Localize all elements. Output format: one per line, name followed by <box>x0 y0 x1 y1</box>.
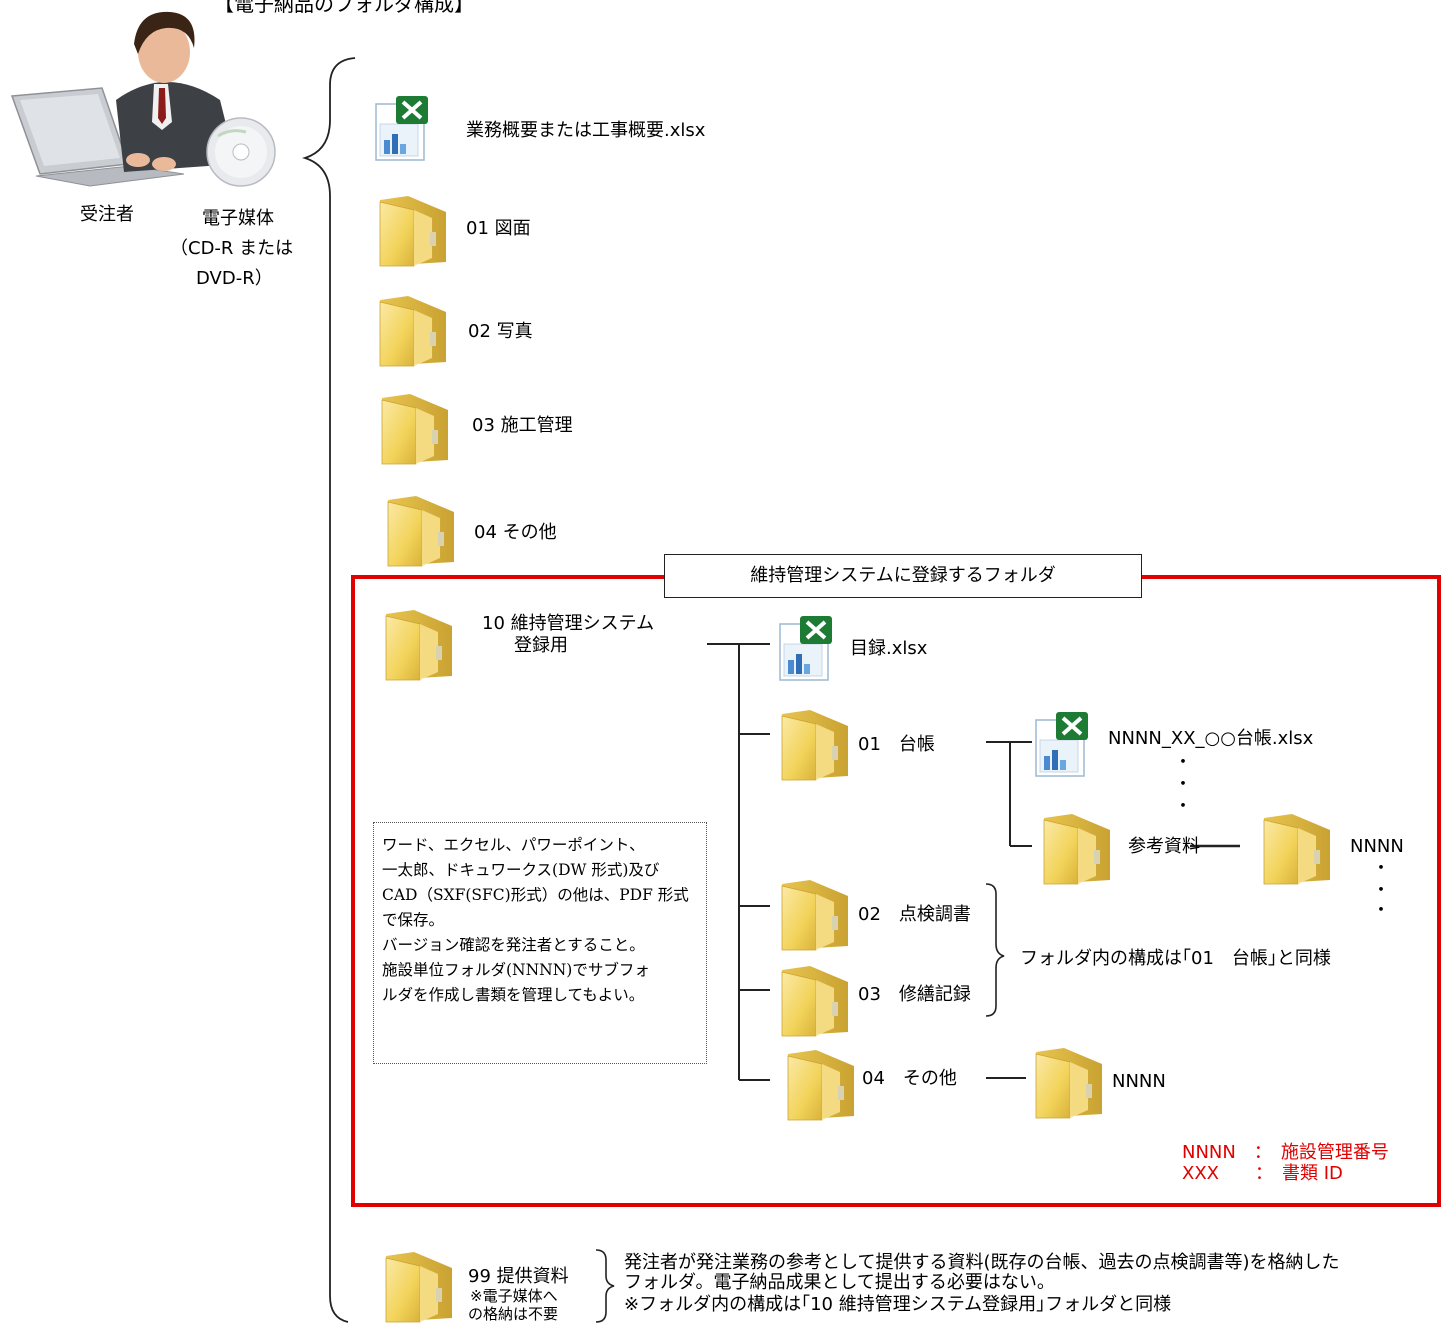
note-line: ルダを作成し書類を管理してもよい。 <box>382 986 645 1004</box>
note-line: バージョン確認を発注者とすること。 <box>382 936 645 954</box>
contractor-label: 受注者 <box>80 204 134 225</box>
folder-icon <box>374 192 454 268</box>
sub-03-label[interactable]: 03 修繕記録 <box>858 984 971 1005</box>
note-line: で保存。 <box>382 911 445 929</box>
folder-icon <box>782 1046 862 1122</box>
sub-02-label[interactable]: 02 点検調書 <box>858 904 971 925</box>
folder-icon <box>382 492 462 568</box>
folder-icon <box>380 1248 460 1324</box>
folder-icon <box>374 292 454 368</box>
ledger-file-label[interactable]: NNNN_XX_○○台帳.xlsx <box>1108 728 1314 749</box>
note-line: ワード、エクセル、パワーポイント、 <box>382 836 645 854</box>
note-line: 施設単位フォルダ(NNNN)でサブフォ <box>382 961 650 979</box>
provided-note-line3: ※フォルダ内の構成は｢10 維持管理システム登録用｣フォルダと同様 <box>624 1294 1172 1315</box>
legend-line1: NNNN ： 施設管理番号 <box>1182 1142 1389 1163</box>
folder-99-label-line3: の格納は不要 <box>468 1305 559 1323</box>
folder-icon <box>776 962 856 1038</box>
contractor-illustration <box>10 11 276 187</box>
folder-icon <box>1030 1044 1110 1120</box>
sub-04-label[interactable]: 04 その他 <box>862 1068 957 1089</box>
same-structure-note: フォルダ内の構成は｢01 台帳｣と同様 <box>1020 948 1331 969</box>
reference-folder-label[interactable]: 参考資料 <box>1128 836 1200 857</box>
folder-99-label-line2: ※電子媒体へ <box>470 1287 558 1305</box>
continuation-dot: ・ <box>1372 858 1390 879</box>
folder-10-label-line2: 登録用 <box>514 635 568 656</box>
nnnn-folder-label[interactable]: NNNN <box>1112 1071 1166 1092</box>
media-label-line2: （CD-R または <box>170 238 294 259</box>
folder-03-label[interactable]: 03 施工管理 <box>472 415 573 436</box>
registration-banner: 維持管理システムに登録するフォルダ <box>664 554 1142 598</box>
sub-01-label[interactable]: 01 台帳 <box>858 734 935 755</box>
continuation-dot: ・ <box>1174 774 1192 795</box>
folder-icon <box>776 706 856 782</box>
continuation-dot: ・ <box>1372 900 1390 921</box>
folder-10-label-line1[interactable]: 10 維持管理システム <box>482 613 655 634</box>
legend-line2: XXX ： 書類 ID <box>1182 1163 1343 1184</box>
diagram-title: 【電子納品のフォルダ構成】 <box>214 0 474 16</box>
note-line: CAD（SXF(SFC)形式）の他は、PDF 形式 <box>382 886 689 904</box>
folder-02-label[interactable]: 02 写真 <box>468 321 533 342</box>
nnnn-folder-label[interactable]: NNNN <box>1350 836 1404 857</box>
summary-file-label[interactable]: 業務概要または工事概要.xlsx <box>466 120 706 141</box>
folder-icon <box>1038 810 1118 886</box>
catalog-file-label[interactable]: 目録.xlsx <box>850 638 928 659</box>
excel-file-icon <box>372 94 432 164</box>
provided-note-line1: 発注者が発注業務の参考として提供する資料(既存の台帳、過去の点検調書等)を格納し… <box>624 1252 1340 1273</box>
folder-04-label[interactable]: 04 その他 <box>474 522 557 543</box>
continuation-dot: ・ <box>1174 796 1192 817</box>
excel-file-icon <box>776 614 836 684</box>
folder-icon <box>376 390 456 466</box>
folder-icon <box>1258 810 1338 886</box>
continuation-dot: ・ <box>1372 880 1390 901</box>
provided-note-line2: フォルダ。電子納品成果として提出する必要はない。 <box>624 1272 1055 1293</box>
folder-icon <box>380 606 460 682</box>
folder-01-label[interactable]: 01 図面 <box>466 218 531 239</box>
media-label-line3: DVD-R） <box>196 268 273 289</box>
excel-file-icon <box>1032 710 1092 780</box>
folder-99-label-line1[interactable]: 99 提供資料 <box>468 1266 569 1287</box>
continuation-dot: ・ <box>1174 752 1192 773</box>
folder-icon <box>776 876 856 952</box>
note-line: 一太郎、ドキュワークス(DW 形式)及び <box>382 861 660 879</box>
media-label-line1: 電子媒体 <box>202 208 274 229</box>
note-box: ワード、エクセル、パワーポイント、 一太郎、ドキュワークス(DW 形式)及び C… <box>373 822 707 1064</box>
